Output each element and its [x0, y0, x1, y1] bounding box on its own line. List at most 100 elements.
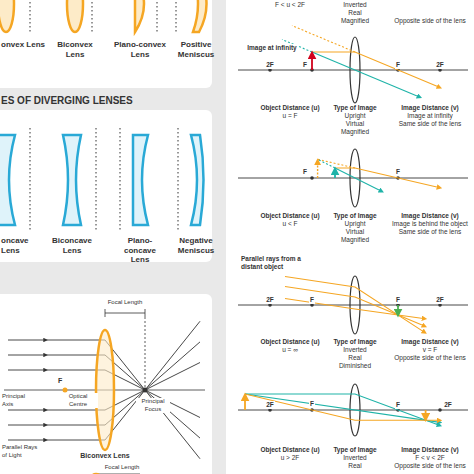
label-group: F — [393, 401, 403, 409]
case-value: v = F — [423, 346, 438, 354]
case-value: Type of Image — [333, 446, 376, 454]
label-group: Plano-convex Lens — [114, 40, 166, 59]
case-value: Image Distance (v) — [401, 104, 458, 112]
point-label: F — [395, 401, 401, 409]
case-value: Inverted — [343, 346, 367, 354]
case-value: Real — [348, 354, 361, 362]
part-label: Principal Focus — [136, 398, 170, 413]
lens-name: onvex Lens — [1, 40, 45, 50]
incident-ray — [8, 340, 46, 440]
focus-point — [143, 388, 148, 393]
panel-background — [0, 0, 212, 88]
label-group: Image Distance (v)v = FOpposite side of … — [388, 338, 472, 362]
image-arrow — [398, 305, 399, 314]
label-group: Principal Focus — [136, 398, 170, 413]
case-value: F < v < 2F — [415, 454, 445, 462]
image-arrow — [425, 410, 427, 419]
lens-axis — [30, 0, 176, 34]
object-arrow — [245, 396, 246, 410]
case-value: u > 2F — [281, 454, 300, 462]
light-ray — [318, 159, 440, 191]
case-value: Virtual — [346, 120, 364, 128]
case-value: Type of Image — [333, 212, 376, 220]
object-arrow — [311, 54, 313, 70]
case-value: F < u < 2F — [275, 1, 305, 9]
label-group: Image Distance (v)Image at infinitySame … — [388, 104, 472, 128]
light-ray — [335, 168, 440, 188]
case-value: Inverted — [343, 1, 367, 9]
lens-name: oncave Lens — [1, 236, 45, 255]
label-group: F — [393, 168, 403, 176]
light-ray — [312, 52, 440, 88]
section-heading: ES OF DIVERGING LENSES — [1, 95, 133, 107]
label-group: Biconcave Lens — [47, 236, 97, 255]
label-group: F — [307, 400, 317, 408]
lens-name: Negative Meniscus — [172, 236, 220, 255]
label-group: InvertedRealMagnified — [325, 1, 385, 25]
lens-name: Biconvex Lens — [79, 452, 130, 461]
converging-lens — [67, 0, 83, 32]
image-arrow — [425, 410, 426, 419]
object-arrow — [244, 396, 246, 410]
incident-ray — [8, 440, 46, 441]
case-value: Upright — [345, 220, 366, 228]
point-label: F — [395, 296, 401, 304]
virtual-image-arrow — [317, 161, 318, 178]
lens-name: Positive Meniscus — [172, 40, 220, 59]
case-value: Real — [348, 462, 361, 470]
lens-axis — [157, 0, 158, 34]
focal-length-dimension — [105, 309, 106, 317]
point-label: F — [302, 61, 308, 69]
diverging-lens — [63, 135, 81, 225]
light-ray — [292, 26, 355, 52]
label-group: F — [300, 61, 310, 69]
case-value: Inverted — [343, 454, 367, 462]
label-group: oncave Lens — [1, 236, 45, 255]
biconvex-lens — [96, 330, 114, 450]
label-group: F — [300, 168, 310, 176]
case-value: Image Distance (v) — [401, 446, 458, 454]
panel-background — [0, 294, 212, 474]
case-value: Diminished — [339, 362, 371, 370]
label-group: Opposite side of the lens — [388, 17, 472, 25]
principal-axis — [238, 70, 468, 410]
incident-ray — [8, 340, 46, 341]
label-group: 2F — [263, 61, 277, 69]
lens-name: Plano-concave Lens — [114, 236, 166, 265]
light-ray — [318, 159, 355, 168]
refracted-ray — [44, 321, 200, 440]
image-note: Parallel rays from a distant object — [240, 255, 316, 271]
point-label: 2F — [443, 401, 453, 409]
case-value: Magnified — [341, 17, 369, 25]
case-value: Virtual — [346, 228, 364, 236]
light-ray — [335, 168, 382, 192]
panel-background — [0, 0, 226, 474]
light-ray — [285, 277, 425, 333]
label-group: Biconvex Lens — [70, 452, 140, 461]
thin-lens — [350, 276, 360, 334]
case-value: Type of Image — [333, 338, 376, 346]
focus-point — [310, 176, 314, 180]
label-group: ES OF DIVERGING LENSES — [1, 95, 221, 107]
lens-name: Biconcave Lens — [47, 236, 97, 255]
light-ray — [282, 26, 440, 98]
part-label: Parallel Rays of Light — [1, 444, 41, 459]
refracted-ray — [44, 321, 200, 459]
case-value: Real — [348, 9, 361, 17]
case-value: Object Distance (u) — [260, 212, 319, 220]
dimension-label: Focal Length — [107, 299, 144, 307]
focus-point — [63, 388, 148, 393]
biconvex-lens — [96, 330, 114, 450]
label-group: Type of ImageUprightVirtualMagnified — [325, 104, 385, 136]
object-arrow — [312, 54, 313, 70]
light-ray — [245, 394, 440, 422]
label-group: 2F — [263, 296, 277, 304]
label-group: 2F — [433, 61, 447, 69]
point-label: 2F — [265, 401, 275, 409]
incident-ray — [8, 355, 46, 356]
refracted-ray — [44, 340, 200, 459]
converging-lens — [193, 0, 207, 32]
light-ray — [245, 394, 440, 420]
label-group: Image at infinity — [242, 44, 302, 52]
